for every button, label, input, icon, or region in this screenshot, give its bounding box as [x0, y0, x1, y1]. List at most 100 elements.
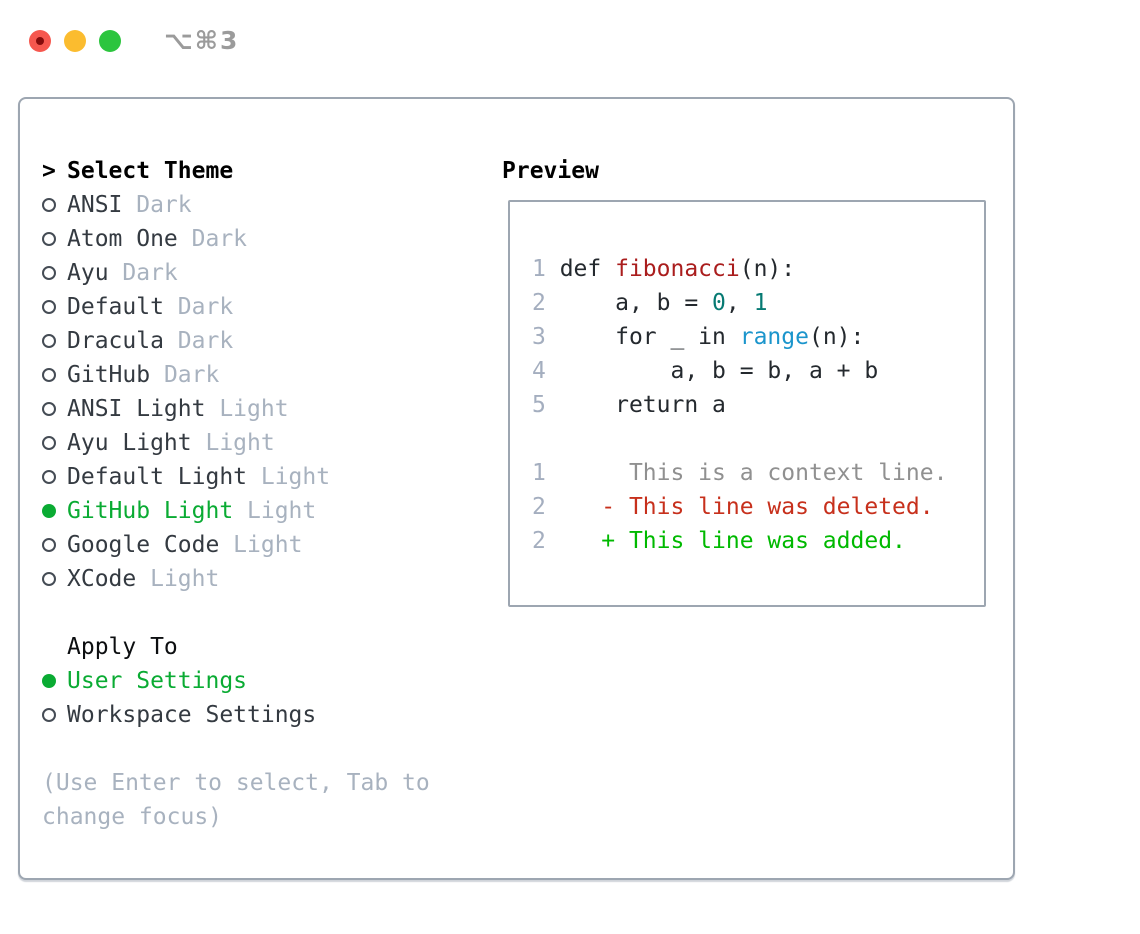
code-line: 2 + This line was added. [532, 524, 976, 558]
theme-item[interactable]: Ayu Dark [42, 256, 482, 290]
line-number: 2 [532, 494, 560, 520]
theme-variant-tag: Light [247, 464, 331, 490]
close-button-icon[interactable] [29, 29, 51, 52]
line-number: 2 [532, 290, 560, 316]
line-number: 1 [532, 460, 560, 486]
cursor-prefix-icon: > [42, 158, 56, 184]
apply-to-option-label: User Settings [67, 668, 248, 694]
code-token-plain: , [725, 290, 754, 316]
code-line: 2 - This line was deleted. [532, 490, 976, 524]
line-number: 3 [532, 324, 560, 350]
keyboard-hint: (Use Enter to select, Tab to change focu… [42, 770, 430, 830]
theme-variant-tag: Dark [163, 294, 234, 320]
code-token-added: + This line was added. [559, 528, 906, 554]
code-token-plain: a, b = b, a + b [559, 358, 879, 384]
code-line: 4 a, b = b, a + b [532, 354, 976, 388]
theme-item[interactable]: Dracula Dark [42, 324, 482, 358]
theme-item[interactable]: XCode Light [42, 562, 482, 596]
code-token-plain: (n): [739, 256, 796, 282]
theme-item[interactable]: Ayu Light Light [42, 426, 482, 460]
theme-variant-tag: Light [191, 430, 275, 456]
theme-variant-tag: Light [136, 566, 220, 592]
code-token-context: This is a context line. [559, 460, 948, 486]
apply-to-option[interactable]: User Settings [42, 664, 482, 698]
code-token-number: 1 [753, 290, 768, 316]
window-title: ⌥⌘3 [164, 26, 240, 55]
code-line: 1 This is a context line. [532, 456, 976, 490]
apply-to-option[interactable]: Workspace Settings [42, 698, 482, 732]
radio-unselected-icon [42, 572, 56, 586]
diff-preview: 1 This is a context line.2 - This line w… [532, 456, 976, 558]
code-token-number: 0 [712, 290, 726, 316]
radio-selected-icon [42, 674, 56, 688]
minimize-button-icon[interactable] [64, 29, 86, 52]
theme-item-label: XCode [67, 566, 137, 592]
theme-variant-tag: Light [233, 498, 317, 524]
spacer [42, 596, 482, 630]
code-line: 3 for _ in range(n): [532, 320, 976, 354]
radio-unselected-icon [42, 538, 56, 552]
theme-variant-tag: Dark [108, 260, 178, 286]
theme-item[interactable]: ANSI Light Light [42, 392, 482, 426]
theme-item[interactable]: ANSI Dark [42, 188, 482, 222]
theme-item[interactable]: Atom One Dark [42, 222, 482, 256]
code-token-func: fibonacci [615, 256, 740, 282]
radio-unselected-icon [42, 368, 56, 382]
theme-item[interactable]: Default Dark [42, 290, 482, 324]
radio-selected-icon [42, 504, 56, 518]
radio-unselected-icon [42, 402, 56, 416]
radio-unselected-icon [42, 708, 56, 722]
theme-item[interactable]: GitHub Dark [42, 358, 482, 392]
theme-variant-tag: Dark [163, 328, 234, 354]
theme-item-label: GitHub Light [67, 498, 234, 524]
code-token-plain: a, b = [559, 290, 713, 316]
theme-item-label: GitHub [67, 362, 151, 388]
theme-item-label: Dracula [67, 328, 164, 354]
theme-variant-tag: Dark [122, 192, 192, 218]
theme-item[interactable]: GitHub Light Light [42, 494, 482, 528]
code-line: 1 def fibonacci(n): [532, 252, 976, 286]
select-theme-header: > Select Theme [42, 154, 482, 188]
apply-to-header: Apply To [67, 634, 178, 660]
theme-item[interactable]: Google Code Light [42, 528, 482, 562]
radio-unselected-icon [42, 266, 56, 280]
theme-item-label: Atom One [67, 226, 178, 252]
theme-item-label: ANSI [67, 192, 123, 218]
apply-to-option-label: Workspace Settings [67, 702, 317, 728]
radio-unselected-icon [42, 198, 56, 212]
radio-unselected-icon [42, 470, 56, 484]
radio-unselected-icon [42, 436, 56, 450]
code-line: 2 a, b = 0, 1 [532, 286, 976, 320]
radio-unselected-icon [42, 300, 56, 314]
theme-item-label: Google Code [67, 532, 220, 558]
theme-variant-tag: Light [205, 396, 289, 422]
titlebar: ⌥⌘3 [29, 26, 239, 55]
code-token-plain: return a [559, 392, 726, 418]
theme-item[interactable]: Default Light Light [42, 460, 482, 494]
theme-item-label: Ayu Light [67, 430, 192, 456]
line-number: 1 [532, 256, 560, 282]
theme-variant-tag: Dark [177, 226, 248, 252]
select-theme-header-label: Select Theme [67, 158, 234, 184]
code-token-plain: for _ in [559, 324, 740, 350]
code-token-plain: def [559, 256, 616, 282]
line-number: 5 [532, 392, 560, 418]
theme-item-label: Default Light [67, 464, 248, 490]
code-token-plain: (n): [808, 324, 865, 350]
line-number: 2 [532, 528, 560, 554]
code-token-builtin: range [739, 324, 809, 350]
radio-unselected-icon [42, 232, 56, 246]
theme-item-label: Ayu [67, 260, 109, 286]
theme-item-label: ANSI Light [67, 396, 206, 422]
code-line: 5 return a [532, 388, 976, 422]
radio-unselected-icon [42, 334, 56, 348]
theme-variant-tag: Dark [150, 362, 220, 388]
zoom-button-icon[interactable] [99, 29, 121, 52]
